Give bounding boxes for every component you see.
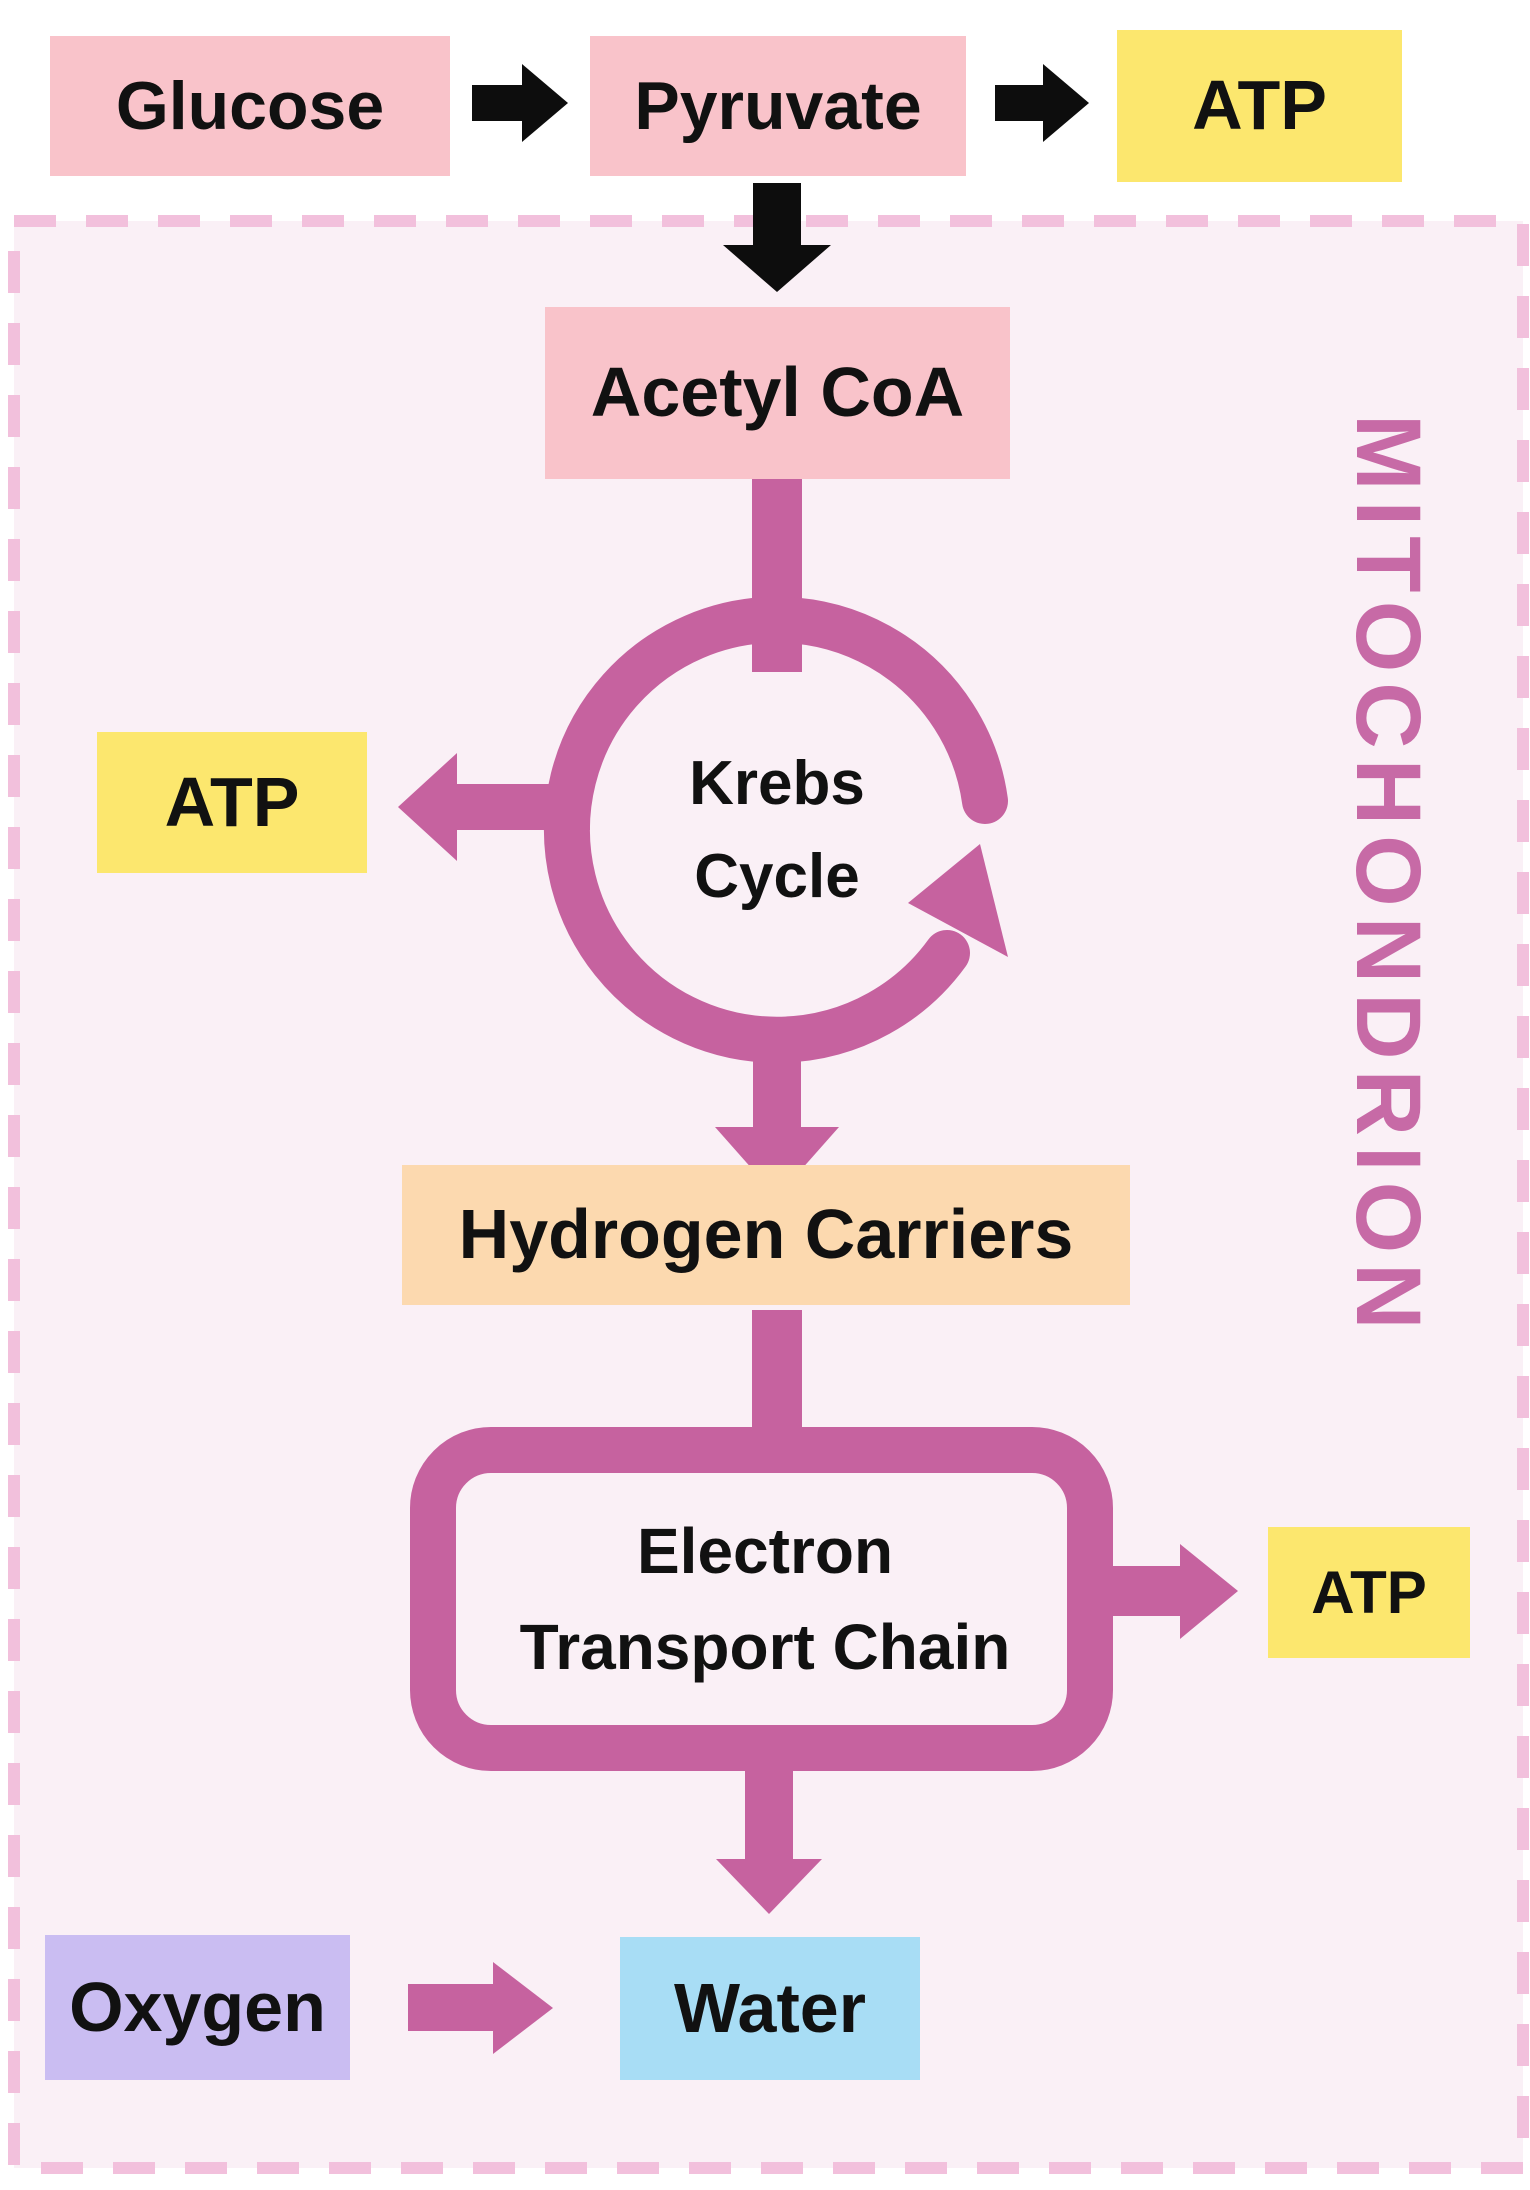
etc-to-atp-arrow — [1108, 1544, 1238, 1639]
krebs-cycle-label-line2: Cycle — [694, 842, 860, 911]
krebs-atp-box: ATP — [97, 732, 367, 873]
hydrogen-to-etc-connector — [752, 1310, 802, 1445]
pyruvate-to-acetyl-arrow — [723, 183, 831, 292]
oxygen-box: Oxygen — [45, 1935, 350, 2080]
acetyl-coa-box: Acetyl CoA — [545, 307, 1010, 479]
glucose-box: Glucose — [50, 36, 450, 176]
acetyl-to-krebs-connector — [752, 477, 802, 672]
krebs-cycle-label: Krebs Cycle — [612, 690, 942, 970]
pyruvate-box: Pyruvate — [590, 36, 966, 176]
krebs-to-atp-arrow — [398, 753, 590, 861]
water-box: Water — [620, 1937, 920, 2080]
krebs-cycle-label-line1: Krebs — [689, 749, 865, 818]
glucose-to-pyruvate-arrow — [472, 64, 568, 142]
etc-to-water-arrow — [716, 1771, 822, 1914]
oxygen-to-water-arrow — [408, 1962, 553, 2054]
etc-label-line1: Electron — [636, 1515, 894, 1587]
etc-atp-box: ATP — [1268, 1527, 1470, 1658]
mitochondrion-label: MITOCHONDRION — [1337, 414, 1439, 1340]
hydrogen-carriers-box: Hydrogen Carriers — [402, 1165, 1130, 1305]
glycolysis-atp-box: ATP — [1117, 30, 1402, 182]
etc-label-line2: Transport Chain — [519, 1611, 1011, 1683]
pyruvate-to-atp-arrow — [995, 64, 1089, 142]
electron-transport-chain-label: Electron Transport Chain — [455, 1480, 1075, 1718]
